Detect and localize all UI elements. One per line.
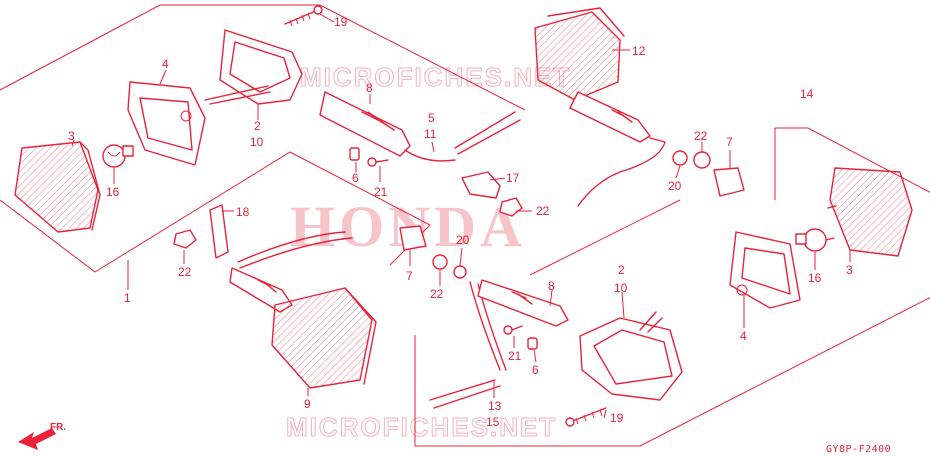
callout-22-right: 22 <box>694 129 708 143</box>
callout-5: 5 <box>428 111 435 125</box>
callout-9: 9 <box>304 397 311 411</box>
cover-7-right <box>713 167 745 197</box>
callout-14: 14 <box>800 87 814 101</box>
washer-20-right <box>672 150 688 166</box>
frame-left-edge <box>0 199 96 273</box>
nut-22-left <box>173 229 197 249</box>
callout-17: 17 <box>506 171 520 185</box>
lens-front-right <box>825 167 913 257</box>
callout-2-right: 2 <box>618 263 625 277</box>
stalk-front-left <box>319 91 456 162</box>
site-watermark-top: MICROFICHES.NET <box>300 62 571 92</box>
screw-21-left <box>367 157 389 167</box>
housing-front-left <box>127 81 206 166</box>
callout-20-center: 20 <box>456 233 470 247</box>
stalk-front-right <box>477 279 569 327</box>
callout-18: 18 <box>236 205 250 219</box>
wires-rear-left <box>237 231 353 269</box>
wire-clip-right <box>429 379 501 409</box>
bulb-left <box>102 144 134 168</box>
nut-22-center <box>432 254 448 270</box>
callout-4-right: 4 <box>740 329 747 343</box>
callout-labels: 3 16 4 2 10 19 8 5 11 6 21 18 22 1 9 12 … <box>68 15 853 429</box>
callout-6-right: 6 <box>532 363 539 377</box>
frame-right-top <box>529 199 681 276</box>
callout-7-center: 7 <box>406 269 413 283</box>
callout-3-right: 3 <box>846 263 853 277</box>
wires-rear-right <box>577 137 666 207</box>
callout-22-mid: 22 <box>536 204 550 218</box>
lens-rear-left <box>271 287 377 389</box>
collar-6-right <box>527 337 538 350</box>
callout-19: 19 <box>334 15 348 29</box>
wire-clip-left <box>454 111 521 155</box>
callout-8-right: 8 <box>548 279 555 293</box>
callout-16-right: 16 <box>808 271 822 285</box>
callout-13: 13 <box>488 399 502 413</box>
lens-front-left <box>14 141 101 233</box>
callout-19-right: 19 <box>610 411 624 425</box>
callout-20-right: 20 <box>668 179 682 193</box>
stalk-rear-right <box>569 91 651 143</box>
callout-10: 10 <box>250 135 264 149</box>
callout-8: 8 <box>366 81 373 95</box>
callout-22: 22 <box>178 265 192 279</box>
housing-front-right <box>729 231 801 309</box>
body-front-right <box>579 311 683 401</box>
diagram-code: GY8P-F2400 <box>826 444 891 455</box>
callout-21-right: 21 <box>508 349 522 363</box>
callout-22-center: 22 <box>430 287 444 301</box>
leader-lines <box>71 13 851 419</box>
bracket-18 <box>209 204 229 259</box>
callout-16: 16 <box>106 185 120 199</box>
lens-rear-right <box>534 7 625 101</box>
frame-left-top <box>0 4 526 111</box>
screw-19-top <box>284 5 323 27</box>
callout-11: 11 <box>424 127 437 141</box>
screw-19-bottom <box>565 407 607 427</box>
washer-20-center <box>453 265 467 279</box>
callout-15: 15 <box>486 415 500 429</box>
callout-2: 2 <box>254 119 261 133</box>
collar-6-left <box>349 147 360 161</box>
frame-right-bottom <box>414 296 930 447</box>
nut-22-right <box>693 151 711 169</box>
callout-7-right: 7 <box>726 135 733 149</box>
callout-6: 6 <box>352 171 359 185</box>
callout-21: 21 <box>374 185 388 199</box>
screw-21-right <box>503 325 523 335</box>
body-front-left <box>204 29 303 105</box>
callout-12: 12 <box>632 44 646 58</box>
cover-7-center <box>399 225 427 251</box>
site-watermark-bottom: MICROFICHES.NET <box>286 412 557 442</box>
callout-4: 4 <box>162 57 169 71</box>
bracket-17 <box>461 171 501 199</box>
callout-1: 1 <box>124 291 131 305</box>
bulb-right <box>795 228 827 252</box>
callout-3: 3 <box>68 129 75 143</box>
front-direction-arrow: FR. <box>18 422 66 450</box>
front-direction-label: FR. <box>50 422 66 433</box>
callout-10-right: 10 <box>614 281 628 295</box>
